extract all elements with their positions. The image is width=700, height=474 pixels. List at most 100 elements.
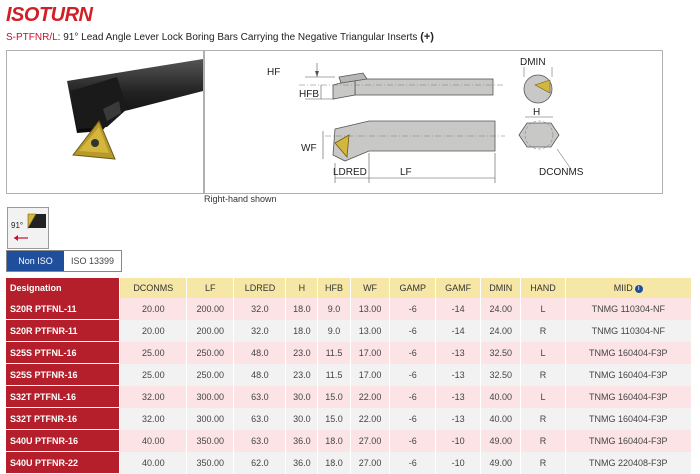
cell-dconms: 20.00 [119, 319, 188, 342]
col-lf[interactable]: LF [186, 278, 235, 298]
cell-dconms: 40.00 [119, 451, 188, 474]
drawing-caption: Right-hand shown [204, 194, 277, 204]
cell-gamp: -6 [389, 385, 437, 408]
col-designation[interactable]: Designation [6, 278, 121, 298]
lead-angle-value: 91° [11, 221, 23, 230]
cell-lf: 350.00 [186, 451, 235, 474]
cell-designation[interactable]: S32T PTFNR-16 [6, 407, 121, 430]
cell-hfb: 9.0 [317, 298, 351, 320]
cell-h: 18.0 [285, 319, 319, 342]
cell-dmin: 24.00 [480, 319, 522, 342]
cell-gamf: -13 [435, 341, 482, 364]
expand-plus-button[interactable]: (+) [420, 31, 434, 43]
col-ldred[interactable]: LDRED [233, 278, 287, 298]
cell-gamp: -6 [389, 407, 437, 430]
cell-wf: 17.00 [350, 363, 391, 386]
non-iso-tab[interactable]: Non ISO [7, 251, 64, 271]
logo-turn: TURN [38, 4, 93, 26]
cell-gamf: -13 [435, 385, 482, 408]
cell-dconms: 20.00 [119, 298, 188, 320]
cell-dmin: 40.00 [480, 407, 522, 430]
col-gamf[interactable]: GAMF [435, 278, 482, 298]
cell-miid: TNMG 160404-F3P [565, 407, 693, 430]
cell-designation[interactable]: S32T PTFNL-16 [6, 385, 121, 408]
col-h[interactable]: H [285, 278, 319, 298]
cell-miid: TNMG 160404-F3P [565, 385, 693, 408]
cell-dconms: 40.00 [119, 429, 188, 452]
boring-bar-image [67, 59, 203, 160]
col-wf[interactable]: WF [350, 278, 391, 298]
cell-hfb: 11.5 [317, 341, 351, 364]
cell-dmin: 40.00 [480, 385, 522, 408]
cell-designation[interactable]: S25S PTFNL-16 [6, 341, 121, 364]
product-image-panel [6, 50, 204, 194]
cell-h: 23.0 [285, 363, 319, 386]
col-dconms[interactable]: DCONMS [119, 278, 188, 298]
cell-dconms: 32.00 [119, 407, 188, 430]
info-icon[interactable]: i [634, 284, 643, 293]
cell-lf: 350.00 [186, 429, 235, 452]
col-dmin[interactable]: DMIN [480, 278, 522, 298]
cell-hand: L [520, 385, 566, 408]
col-hand[interactable]: HAND [520, 278, 566, 298]
iso-13399-tab[interactable]: ISO 13399 [64, 251, 121, 271]
cell-hfb: 18.0 [317, 451, 351, 474]
technical-drawing-panel: HF HFB WF LDRED LF DMIN H DCONMS [204, 50, 663, 194]
col-hfb[interactable]: HFB [317, 278, 351, 298]
cell-designation[interactable]: S40U PTFNR-16 [6, 429, 121, 452]
cell-hfb: 9.0 [317, 319, 351, 342]
lf-label: LF [400, 167, 412, 178]
cell-wf: 17.00 [350, 341, 391, 364]
cell-ldred: 32.0 [233, 298, 287, 320]
cell-hfb: 15.0 [317, 407, 351, 430]
cell-designation[interactable]: S20R PTFNL-11 [6, 298, 121, 320]
isoturn-logo: ISOTURN [6, 4, 93, 27]
cell-hand: L [520, 298, 566, 320]
cell-miid: TNMG 220408-F3P [565, 451, 693, 474]
cell-h: 36.0 [285, 451, 319, 474]
cell-h: 30.0 [285, 385, 319, 408]
cell-gamp: -6 [389, 451, 437, 474]
cell-lf: 300.00 [186, 385, 235, 408]
specifications-table: Designation DCONMS LF LDRED H HFB WF GAM… [6, 278, 693, 474]
cell-gamf: -14 [435, 319, 482, 342]
cell-hfb: 11.5 [317, 363, 351, 386]
standard-toggle[interactable]: Non ISO ISO 13399 [6, 250, 122, 272]
ldred-label: LDRED [333, 167, 367, 178]
product-code: S-PTFNR/L [6, 32, 58, 43]
col-gamp[interactable]: GAMP [389, 278, 437, 298]
cell-dconms: 25.00 [119, 363, 188, 386]
cell-gamf: -13 [435, 407, 482, 430]
cell-designation[interactable]: S40U PTFNR-22 [6, 451, 121, 474]
cell-gamp: -6 [389, 298, 437, 320]
cell-hfb: 18.0 [317, 429, 351, 452]
cell-hand: R [520, 363, 566, 386]
cell-hand: R [520, 429, 566, 452]
cell-gamp: -6 [389, 319, 437, 342]
cell-ldred: 63.0 [233, 407, 287, 430]
cell-hand: R [520, 319, 566, 342]
cell-designation[interactable]: S20R PTFNR-11 [6, 319, 121, 342]
technical-drawing: HF HFB WF LDRED LF DMIN H DCONMS [267, 57, 584, 183]
product-title: S-PTFNR/L: 91° Lead Angle Lever Lock Bor… [6, 31, 434, 43]
cell-h: 36.0 [285, 429, 319, 452]
cell-ldred: 48.0 [233, 341, 287, 364]
cell-hand: L [520, 341, 566, 364]
cell-lf: 250.00 [186, 341, 235, 364]
cell-ldred: 63.0 [233, 429, 287, 452]
col-miid-label: MIID [613, 283, 633, 293]
cell-designation[interactable]: S25S PTFNR-16 [6, 363, 121, 386]
cell-wf: 13.00 [350, 319, 391, 342]
cell-miid: TNMG 110304-NF [565, 298, 693, 320]
cell-miid: TNMG 160404-F3P [565, 363, 693, 386]
